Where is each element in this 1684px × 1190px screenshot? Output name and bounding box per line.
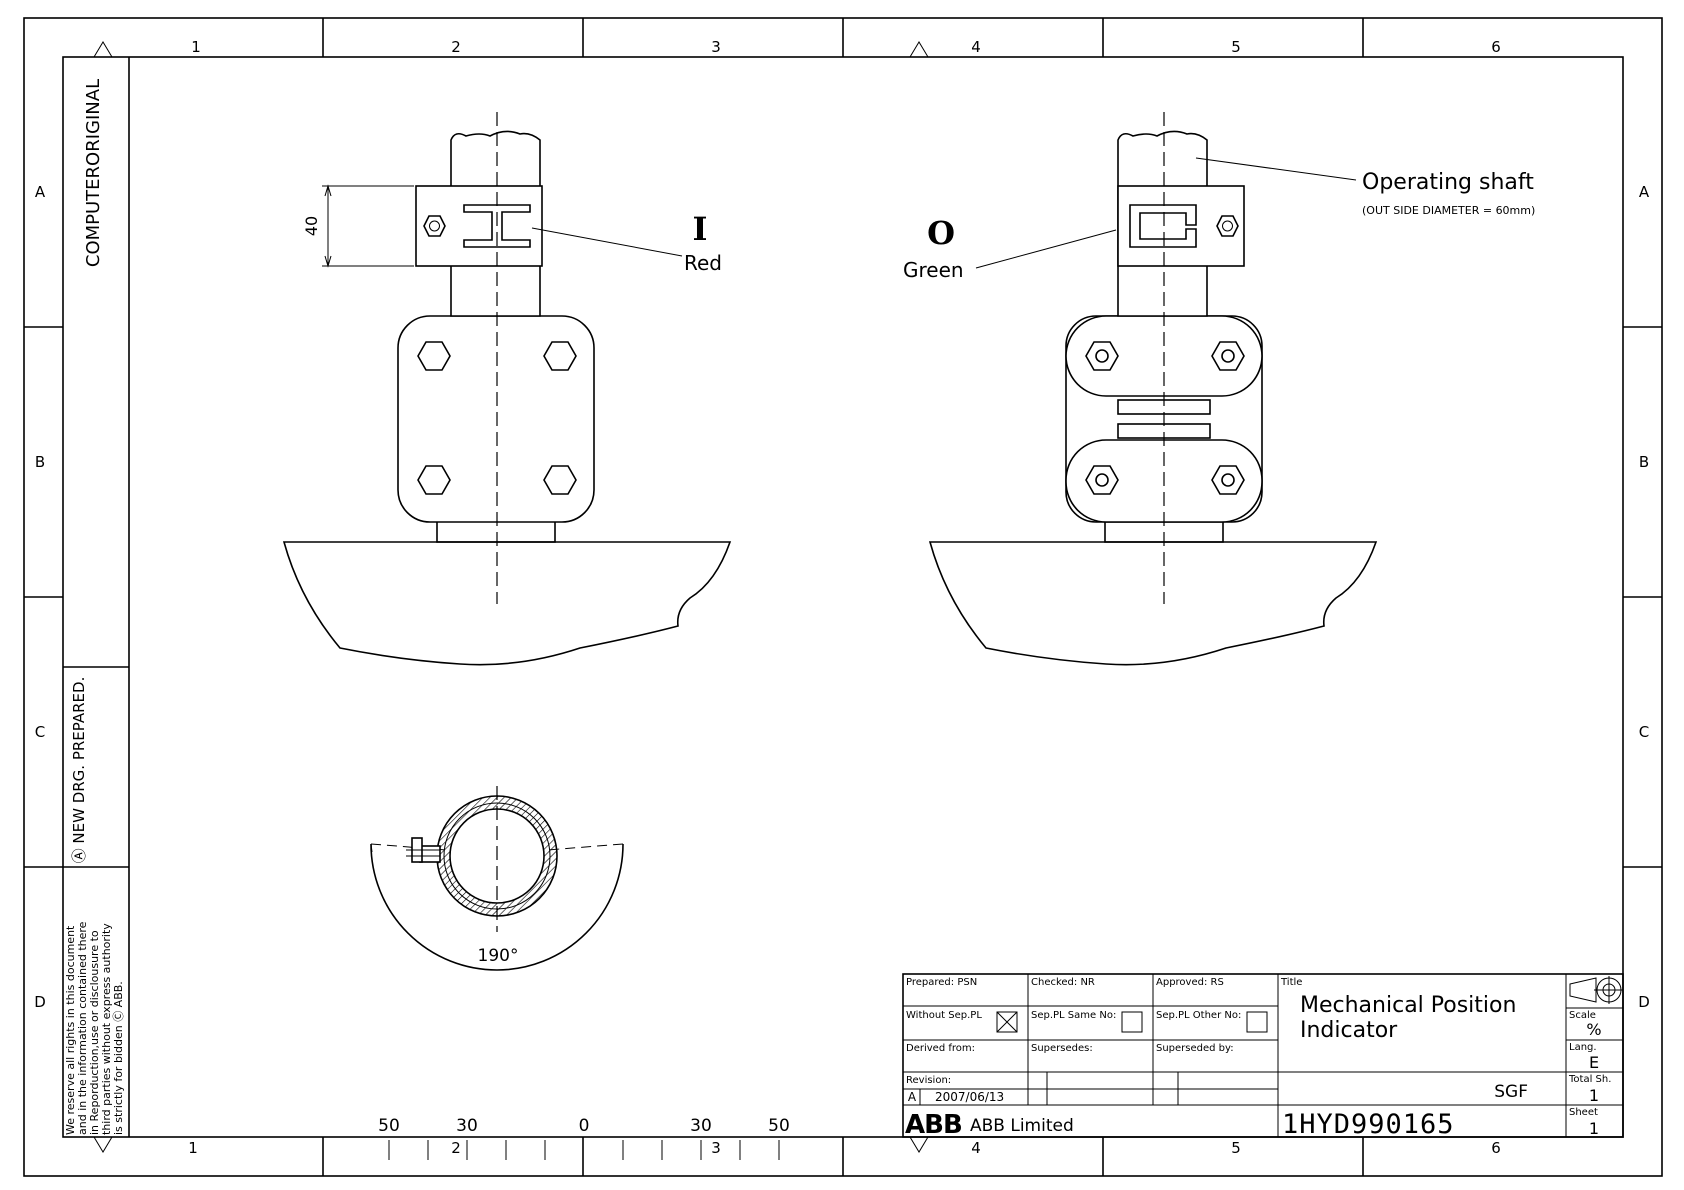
col-label-top-4: 4 <box>971 38 981 56</box>
col-label-bottom-6: 6 <box>1491 1139 1501 1157</box>
ruler-30-left: 30 <box>456 1116 478 1136</box>
revision-label: Revision: <box>906 1075 951 1086</box>
operating-shaft-label: Operating shaft <box>1362 170 1534 195</box>
title-field-label: Title <box>1280 977 1302 988</box>
approved-field: Approved: RS <box>1156 977 1224 988</box>
frame: 1 2 3 4 5 6 1 2 3 4 5 6 A B C D A B C D <box>23 17 1663 1177</box>
row-label-left-c: C <box>35 723 45 741</box>
col-label-top-6: 6 <box>1491 38 1501 56</box>
drawing-title-line-2: Indicator <box>1300 1018 1398 1043</box>
ruler-30-right: 30 <box>690 1116 712 1136</box>
supersedes-label: Supersedes: <box>1031 1043 1093 1054</box>
col-label-bottom-5: 5 <box>1231 1139 1241 1157</box>
sep-other-checkbox <box>1246 1011 1268 1033</box>
red-color-label: Red <box>684 251 722 275</box>
row-label-right-b: B <box>1639 453 1649 471</box>
company-name: ABB Limited <box>970 1116 1074 1136</box>
col-label-bottom-3: 3 <box>711 1139 721 1157</box>
marker-i-label: I <box>693 210 708 248</box>
col-label-top-5: 5 <box>1231 38 1241 56</box>
revision-letter: A <box>908 1090 917 1104</box>
lang-label: Lang. <box>1569 1042 1597 1053</box>
derived-label: Derived from: <box>906 1043 975 1054</box>
copyright-line-1: We reserve all rights in this document <box>64 925 77 1135</box>
sheet-value: 1 <box>1589 1119 1599 1138</box>
without-sep-checkbox <box>996 1011 1018 1033</box>
col-label-bottom-2: 2 <box>451 1139 461 1157</box>
angle-190-label: 190° <box>478 946 519 966</box>
scale-value: % <box>1586 1020 1601 1039</box>
col-label-top-1: 1 <box>191 38 201 56</box>
product-code: SGF <box>1494 1082 1528 1102</box>
row-label-left-a: A <box>35 183 46 201</box>
title-block: Prepared: PSN Checked: NR Approved: RS T… <box>902 973 1624 1140</box>
scale-label: Scale <box>1569 1010 1596 1021</box>
ruler-50-left: 50 <box>378 1116 400 1136</box>
row-label-right-a: A <box>1639 183 1650 201</box>
col-label-top-2: 2 <box>451 38 461 56</box>
side-panel: COMPUTERORIGINAL Ⓐ NEW DRG. PREPARED. We… <box>63 57 130 1137</box>
revision-date: 2007/06/13 <box>935 1090 1004 1104</box>
without-sep-label: Without Sep.PL <box>906 1010 982 1021</box>
copyright-line-3: in Reporduction,use or disclousure to <box>88 930 101 1135</box>
col-label-top-3: 3 <box>711 38 721 56</box>
col-label-bottom-1: 1 <box>188 1139 198 1157</box>
lang-value: E <box>1589 1053 1599 1072</box>
copyright-line-2: and in the information contained there <box>76 921 89 1135</box>
row-label-right-c: C <box>1639 723 1649 741</box>
marker-o-label: O <box>927 214 955 252</box>
section-view: 190° <box>370 786 624 971</box>
scale-ruler: 50 30 0 30 50 <box>378 1116 790 1160</box>
total-sheets-label: Total Sh. <box>1568 1074 1611 1085</box>
sep-same-label: Sep.PL Same No: <box>1031 1010 1116 1021</box>
projection-symbol <box>1569 976 1623 1004</box>
left-view-closed-indicator: 40 I Red <box>282 112 732 666</box>
drawing-title-line-1: Mechanical Position <box>1300 993 1516 1018</box>
revision-note: Ⓐ NEW DRG. PREPARED. <box>70 677 88 864</box>
sep-other-label: Sep.PL Other No: <box>1156 1010 1241 1021</box>
sheet-label: Sheet <box>1569 1107 1598 1118</box>
document-number: 1HYD990165 <box>1282 1109 1455 1140</box>
col-label-bottom-4: 4 <box>971 1139 981 1157</box>
sep-same-checkbox <box>1121 1011 1143 1033</box>
row-label-right-d: D <box>1638 993 1650 1011</box>
shaft-diameter-note: (OUT SIDE DIAMETER = 60mm) <box>1362 204 1535 217</box>
dimension-40-label: 40 <box>302 216 321 236</box>
copyright-line-5: is strictly for bidden Ⓒ ABB. <box>112 981 125 1135</box>
checked-field: Checked: NR <box>1031 977 1095 988</box>
total-sheets-value: 1 <box>1589 1086 1599 1105</box>
superseded-by-label: Superseded by: <box>1156 1043 1234 1054</box>
abb-logo: ABB <box>905 1110 962 1140</box>
computer-original-label: COMPUTERORIGINAL <box>83 79 104 267</box>
row-label-left-b: B <box>35 453 45 471</box>
ruler-0: 0 <box>579 1116 590 1136</box>
right-view-open-indicator: O Green Operating shaft (OUT SIDE DIAMET… <box>903 112 1535 666</box>
green-color-label: Green <box>903 258 964 282</box>
copyright-line-4: third parties without express authority <box>100 923 113 1135</box>
row-label-left-d: D <box>34 993 46 1011</box>
ruler-50-right: 50 <box>768 1116 790 1136</box>
prepared-field: Prepared: PSN <box>906 977 977 988</box>
